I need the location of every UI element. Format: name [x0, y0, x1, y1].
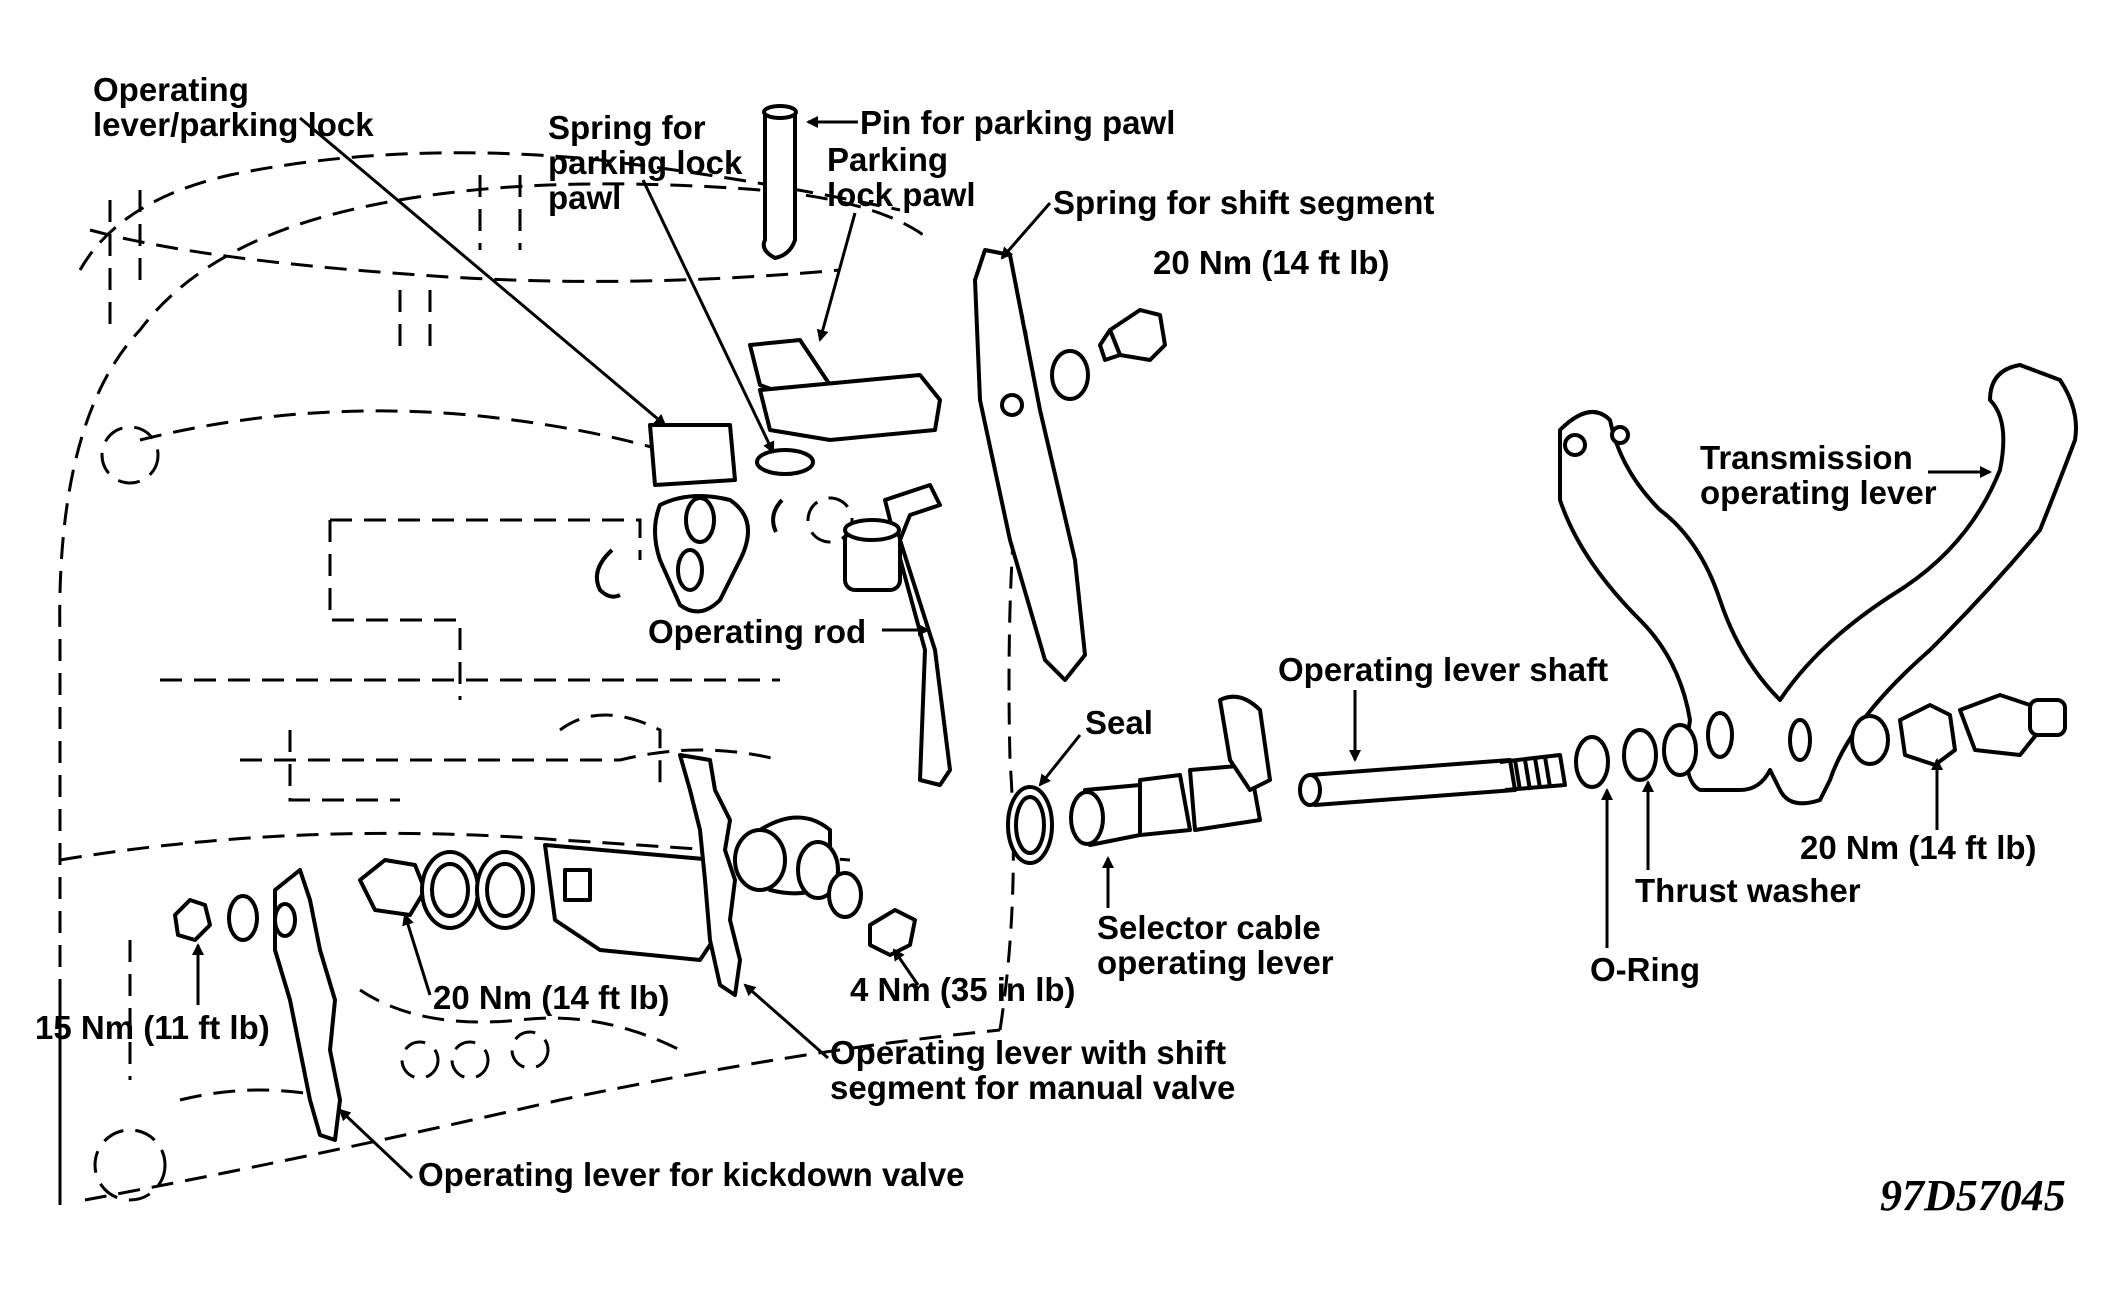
top-bolt: [1098, 308, 1167, 362]
shift-segment-spring: [973, 248, 1087, 682]
thrust-washer-2: [1662, 723, 1698, 777]
label-pin-parking-pawl: Pin for parking pawl: [860, 104, 1176, 141]
figure-id: 97D57045: [1880, 1171, 2066, 1220]
parking-lock-pawl-spring: [755, 448, 815, 476]
operating-lever-shaft: [1298, 753, 1567, 807]
left-nut: [173, 898, 212, 942]
circlip-right: [771, 498, 784, 533]
label-operating-lever-shaft: Operating lever shaft: [1278, 651, 1609, 688]
thrust-washer-1: [1622, 728, 1658, 782]
label-spring-shift-segment: Spring for shift segment: [1053, 184, 1435, 221]
selector-cable-operating-lever: [1069, 694, 1272, 847]
parking-lock-operating-lever: [648, 423, 750, 614]
o-ring: [1574, 735, 1610, 789]
label-operating-lever-kickdown: Operating lever for kickdown valve: [418, 1156, 965, 1193]
label-torque-left: 15 Nm (11 ft lb): [35, 1009, 270, 1046]
shift-segment-lever: [543, 753, 863, 997]
label-selector-cable-operating-lever: Selector cable operating lever: [1097, 909, 1334, 981]
right-nut-assembly: [1850, 693, 2067, 767]
label-o-ring: O-Ring: [1590, 951, 1700, 988]
label-operating-lever-shift-segment: Operating lever with shift segment for m…: [830, 1034, 1236, 1106]
transmission-operating-lever: [1558, 363, 2078, 806]
label-torque-top: 20 Nm (14 ft lb): [1153, 244, 1390, 281]
small-bolt: [868, 908, 917, 957]
label-operating-rod: Operating rod: [648, 613, 867, 650]
kickdown-lever: [273, 868, 342, 1142]
label-parking-lock-pawl: Parking lock pawl: [827, 141, 976, 213]
label-spring-parking-lock-pawl: Spring for parking lock pawl: [548, 109, 743, 216]
label-torque-middle: 20 Nm (14 ft lb): [433, 979, 670, 1016]
middle-nut-assembly: [358, 850, 535, 930]
label-seal: Seal: [1085, 704, 1153, 741]
label-torque-right: 20 Nm (14 ft lb): [1800, 829, 2037, 866]
seal-inner: [1014, 795, 1046, 855]
left-washer: [227, 894, 259, 942]
label-transmission-operating-lever: Transmission operating lever: [1700, 439, 1937, 511]
label-operating-lever-parking-lock: Operating lever/parking lock: [93, 71, 374, 143]
parking-pawl-pin: [761, 104, 798, 260]
leader-lines: [192, 116, 1992, 1180]
top-washer: [1050, 349, 1090, 401]
label-thrust-washer: Thrust washer: [1635, 872, 1861, 909]
circlip-left: [595, 548, 621, 599]
parking-lock-pawl: [748, 338, 942, 442]
label-torque-small: 4 Nm (35 in lb): [850, 971, 1076, 1008]
